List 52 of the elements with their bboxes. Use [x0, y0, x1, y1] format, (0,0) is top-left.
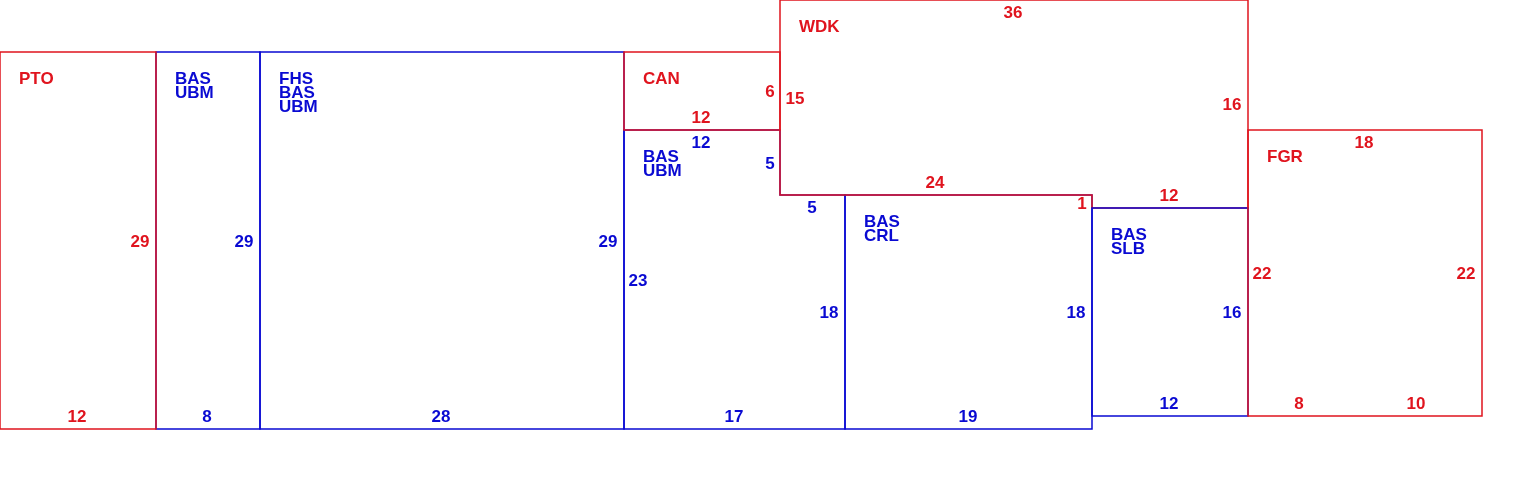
room-outline: [624, 130, 845, 429]
room-label: BAS: [864, 215, 900, 229]
room-label: CRL: [864, 229, 900, 243]
dimension-label: 8: [202, 407, 212, 425]
dimension-label: 22: [1456, 264, 1476, 282]
dimension-label: 6: [765, 82, 775, 100]
room-label: WDK: [799, 20, 840, 34]
dimension-label: 36: [1003, 3, 1023, 21]
room-outline: [845, 195, 1092, 429]
room-label: BAS: [1111, 228, 1147, 242]
dimension-label: 12: [67, 407, 87, 425]
dimension-label: 5: [765, 154, 775, 172]
room-label: CAN: [643, 72, 680, 86]
dimension-label: 29: [234, 232, 254, 250]
room-outline: [1248, 130, 1482, 416]
room-label: BAS: [279, 86, 315, 100]
dimension-label: 29: [598, 232, 618, 250]
dimension-label: 15: [785, 89, 805, 107]
room-outline: [260, 52, 624, 429]
dimension-label: 22: [1252, 264, 1272, 282]
room-outline: [0, 52, 156, 429]
dimension-label: 18: [819, 303, 839, 321]
room-outline: [624, 52, 780, 130]
dimension-label: 1: [1077, 194, 1087, 212]
dimension-label: 12: [1159, 394, 1179, 412]
dimension-label: 5: [807, 198, 817, 216]
room-label: FGR: [1267, 150, 1303, 164]
dimension-label: 19: [958, 407, 978, 425]
dimension-label: 12: [1159, 186, 1179, 204]
room-label: FHS: [279, 72, 313, 86]
dimension-label: 12: [691, 133, 711, 151]
dimension-label: 29: [130, 232, 150, 250]
room-label: SLB: [1111, 242, 1145, 256]
room-label: BAS: [643, 150, 679, 164]
room-outline: [156, 52, 260, 429]
room-label: UBM: [643, 164, 682, 178]
dimension-label: 24: [925, 173, 945, 191]
room-outline: [1092, 208, 1248, 416]
room-label: UBM: [175, 86, 214, 100]
dimension-label: 18: [1354, 133, 1374, 151]
dimension-label: 17: [724, 407, 744, 425]
dimension-label: 23: [628, 271, 648, 289]
dimension-label: 16: [1222, 303, 1242, 321]
room-label: PTO: [19, 72, 54, 86]
room-label: UBM: [279, 100, 318, 114]
dimension-label: 10: [1406, 394, 1426, 412]
dimension-label: 28: [431, 407, 451, 425]
dimension-label: 12: [691, 108, 711, 126]
dimension-label: 8: [1294, 394, 1304, 412]
dimension-label: 16: [1222, 95, 1242, 113]
dimension-label: 18: [1066, 303, 1086, 321]
room-label: BAS: [175, 72, 211, 86]
